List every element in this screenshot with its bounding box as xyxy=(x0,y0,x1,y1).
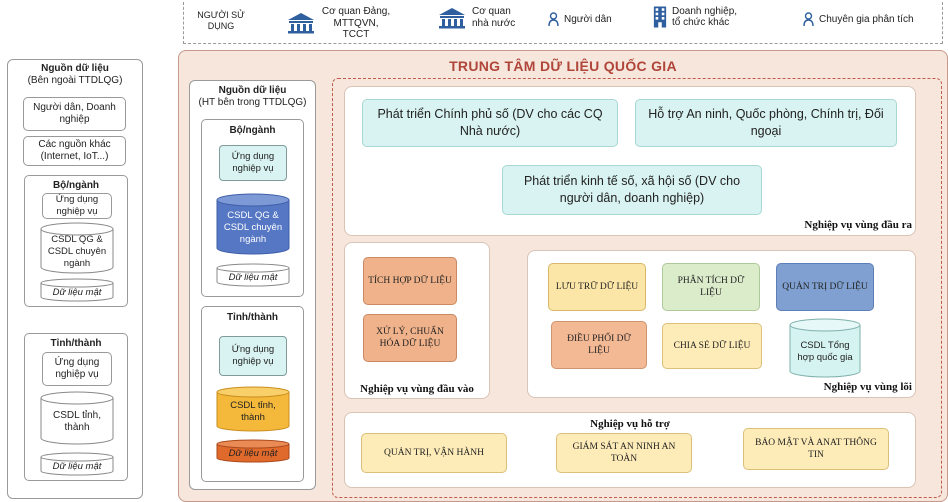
external-source-subtitle: (Bên ngoài TTDLQG) xyxy=(27,75,123,86)
user-label: Người dân xyxy=(564,13,612,25)
database-icon xyxy=(40,222,114,274)
office-building-icon xyxy=(653,6,667,28)
internal-province-title: Tỉnh/thành xyxy=(226,312,279,323)
external-source-title: Nguồn dữ liệu xyxy=(41,63,109,74)
external-province-secret-label: Dữ liệu mật xyxy=(52,460,102,472)
external-province-db: CSDL tỉnh, thành xyxy=(40,391,114,445)
data-center-core-area xyxy=(332,78,942,498)
government-building-icon xyxy=(439,7,465,28)
core-zone-label: Nghiệp vụ vùng lõi xyxy=(823,381,912,393)
external-ministry-secret: Dữ liệu mật xyxy=(40,278,114,302)
database-icon xyxy=(216,193,290,255)
external-ministry-app: Ứng dụng nghiệp vụ xyxy=(42,193,112,219)
external-ministry-secret-label: Dữ liệu mật xyxy=(52,286,102,298)
person-icon xyxy=(803,12,814,27)
output-item-digital-economy: Phát triển kinh tế số, xã hội số (DV cho… xyxy=(502,165,762,215)
database-icon xyxy=(216,439,290,463)
internal-province-db: CSDL tỉnh, thành xyxy=(216,386,290,432)
database-icon xyxy=(216,386,290,432)
internal-province-db-label: CSDL tỉnh, thành xyxy=(230,400,276,423)
internal-ministry-title: Bộ/ngành xyxy=(229,125,276,136)
user-citizens: Người dân xyxy=(548,12,612,27)
external-province-secret: Dữ liệu mật xyxy=(40,452,114,476)
internal-ministry-app: Ứng dụng nghiệp vụ xyxy=(219,145,287,181)
user-label: Chuyên gia phân tích xyxy=(819,13,914,25)
user-enterprises: Doanh nghiệp, tổ chức khác xyxy=(653,5,744,29)
internal-province-secret-label: Dữ liệu mật xyxy=(228,447,278,459)
external-ministry-db: CSDL QG & CSDL chuyên ngành xyxy=(40,222,114,274)
input-item-processing: XỬ LÝ, CHUẨN HÓA DỮ LIỆU xyxy=(363,314,457,362)
users-label: NGƯỜI SỬ DỤNG xyxy=(197,10,245,31)
database-icon xyxy=(40,391,114,445)
internal-source-subtitle: (HT bên trong TTDLQG) xyxy=(198,97,307,108)
core-item-coordination: ĐIỀU PHỐI DỮ LIỆU xyxy=(551,321,647,369)
government-building-icon xyxy=(288,13,314,34)
support-item-security: BẢO MẬT VÀ ANAT THÔNG TIN xyxy=(743,428,889,470)
core-item-storage: LƯU TRỮ DỮ LIỆU xyxy=(548,263,646,311)
users-bar xyxy=(183,2,943,44)
user-label: Doanh nghiệp, tổ chức khác xyxy=(672,5,738,29)
core-item-analytics: PHÂN TÍCH DỮ LIỆU xyxy=(662,263,760,311)
support-zone-label: Nghiệp vụ hỗ trợ xyxy=(590,418,670,430)
core-item-governance: QUẢN TRỊ DỮ LIỆU xyxy=(776,263,874,311)
user-party-agencies: Cơ quan Đảng, MTTQVN, TCCT xyxy=(286,6,391,41)
other-sources-box: Các nguồn khác (Internet, IoT...) xyxy=(23,136,126,166)
internal-ministry-secret: Dữ liệu mật xyxy=(216,263,290,287)
support-item-operations: QUẢN TRỊ, VẬN HÀNH xyxy=(361,433,507,473)
user-label: Cơ quan nhà nước xyxy=(472,6,516,29)
database-icon xyxy=(40,278,114,302)
external-ministry-db-label: CSDL QG & CSDL chuyên ngành xyxy=(47,234,107,269)
core-national-db: CSDL Tổng hợp quốc gia xyxy=(789,318,861,378)
national-data-center-title: TRUNG TÂM DỮ LIỆU QUỐC GIA xyxy=(449,58,677,74)
user-state-agencies: Cơ quan nhà nước xyxy=(437,6,516,29)
internal-ministry-secret-label: Dữ liệu mật xyxy=(228,271,278,283)
internal-province-secret: Dữ liệu mật xyxy=(216,439,290,463)
user-analysts: Chuyên gia phân tích xyxy=(803,12,914,27)
core-item-sharing: CHIA SẺ DỮ LIỆU xyxy=(662,323,762,369)
external-province-app: Ứng dụng nghiệp vụ xyxy=(42,352,112,386)
database-icon xyxy=(40,452,114,476)
support-item-monitoring: GIÁM SÁT AN NINH AN TOÀN xyxy=(556,433,692,473)
internal-source-title: Nguồn dữ liệu xyxy=(218,85,287,96)
citizens-box: Người dân, Doanh nghiệp xyxy=(23,97,126,131)
internal-ministry-db-label: CSDL QG & CSDL chuyên ngành xyxy=(223,210,283,245)
output-item-egov: Phát triển Chính phủ số (DV cho các CQ N… xyxy=(362,99,618,147)
database-icon xyxy=(789,318,861,378)
database-icon xyxy=(216,263,290,287)
input-item-integration: TÍCH HỢP DỮ LIỆU xyxy=(363,257,457,305)
output-zone-label: Nghiệp vụ vùng đầu ra xyxy=(804,219,912,231)
output-item-security: Hỗ trợ An ninh, Quốc phòng, Chính trị, Đ… xyxy=(635,99,897,147)
user-label: Cơ quan Đảng, MTTQVN, TCCT xyxy=(321,6,391,40)
internal-province-app: Ứng dụng nghiệp vụ xyxy=(219,336,287,376)
input-zone-label: Nghiệp vụ vùng đầu vào xyxy=(360,383,474,395)
internal-ministry-db: CSDL QG & CSDL chuyên ngành xyxy=(216,193,290,255)
external-province-title: Tỉnh/thành xyxy=(50,338,102,349)
core-national-db-label: CSDL Tổng hợp quốc gia xyxy=(797,340,853,363)
person-icon xyxy=(548,12,559,27)
external-ministry-title: Bộ/ngành xyxy=(52,180,100,191)
external-province-db-label: CSDL tỉnh, thành xyxy=(53,409,101,434)
